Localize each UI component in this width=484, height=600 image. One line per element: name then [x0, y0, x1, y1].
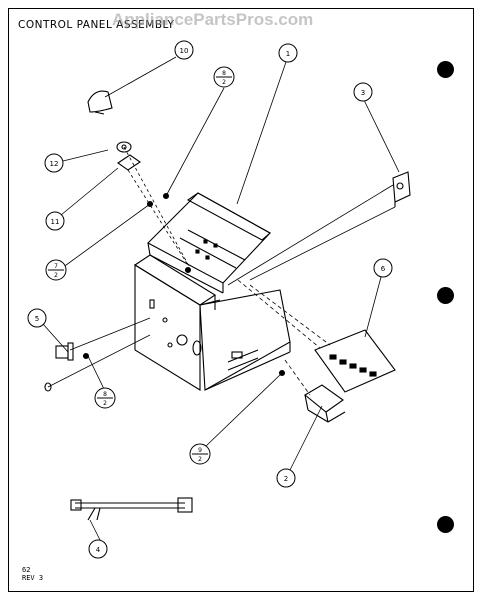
component-part-5 [44, 342, 74, 392]
diagram-frame [8, 8, 474, 592]
svg-text:1: 1 [286, 50, 290, 58]
callout-5: 5 [27, 308, 47, 328]
callout-1: 1 [278, 43, 298, 63]
wire-harness-part-4 [70, 497, 193, 521]
leader-lines [42, 56, 400, 541]
component-part-2 [304, 384, 346, 423]
callout-8-2-top: 8 2 [213, 66, 235, 88]
revision-label: REV 3 [22, 574, 44, 582]
svg-text:6: 6 [381, 265, 386, 273]
callout-8-2-bottom: 8 2 [94, 387, 116, 409]
callout-9-2: 9 2 [189, 443, 211, 465]
svg-text:7: 7 [54, 263, 58, 270]
svg-text:2: 2 [198, 456, 202, 463]
callout-11: 11 [45, 211, 65, 231]
switch-board-part-6 [314, 329, 396, 393]
callout-6: 6 [373, 258, 393, 278]
svg-text:3: 3 [361, 89, 365, 97]
svg-text:11: 11 [51, 218, 60, 226]
svg-text:10: 10 [180, 47, 189, 55]
svg-text:8: 8 [103, 391, 107, 398]
binder-hole-middle [437, 287, 454, 304]
callout-4: 4 [88, 539, 108, 559]
bezel-part-12 [116, 141, 141, 171]
svg-text:5: 5 [35, 315, 39, 323]
svg-text:12: 12 [50, 160, 59, 168]
binder-hole-bottom [437, 516, 454, 533]
callout-2: 2 [276, 468, 296, 488]
callout-7-2: 7 2 [45, 259, 67, 281]
callout-3: 3 [353, 82, 373, 102]
svg-text:2: 2 [103, 400, 107, 407]
svg-text:4: 4 [96, 546, 101, 554]
bracket-part-3 [392, 171, 411, 207]
watermark: AppliancePartsPros.com [112, 10, 314, 29]
binder-hole-top [437, 61, 454, 78]
svg-text:2: 2 [54, 272, 58, 279]
top-shelf-part-1 [147, 192, 271, 294]
screws [82, 192, 286, 377]
svg-text:2: 2 [284, 475, 288, 483]
diagram-title: CONTROL PANEL ASSEMBLY [18, 19, 175, 31]
page-number: 62 [22, 566, 31, 574]
svg-text:2: 2 [222, 79, 226, 86]
callout-12: 12 [44, 153, 64, 173]
svg-text:8: 8 [222, 70, 226, 77]
callout-10: 10 [174, 40, 194, 60]
svg-text:9: 9 [198, 447, 202, 454]
control-box-housing [133, 254, 291, 391]
knob-part-10 [87, 90, 113, 115]
